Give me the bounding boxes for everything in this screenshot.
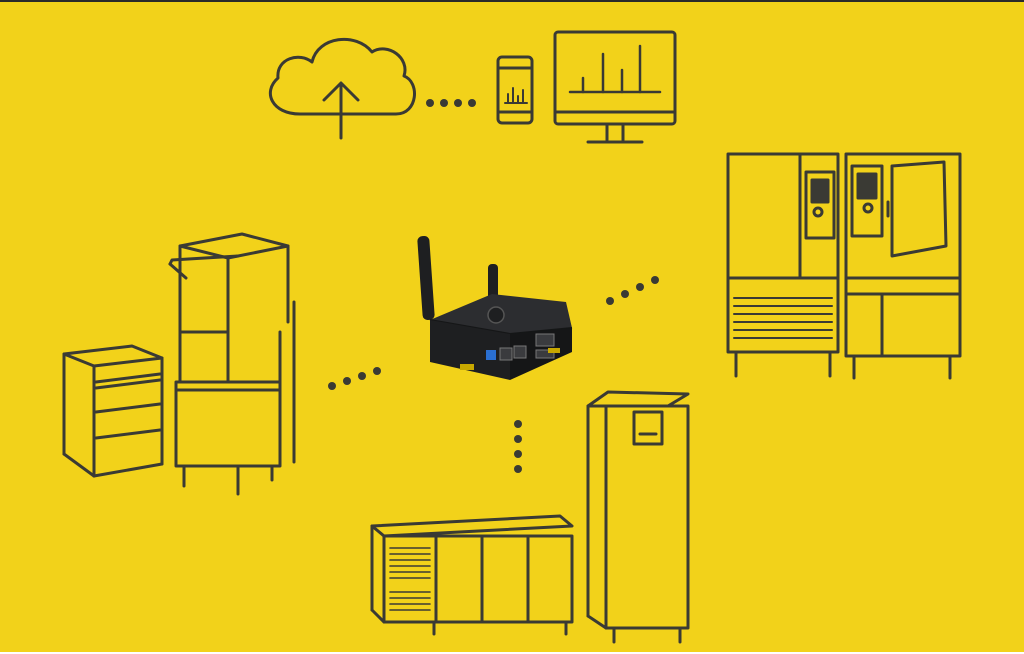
refrigeration-icon [370,390,690,644]
cloud-upload-icon [268,37,416,140]
mobile-chart-icon [496,55,534,125]
connector-gateway-ovens [606,276,659,305]
connector-gateway-fridges [514,420,522,473]
iot-gateway-router [417,236,573,380]
connector-gateway-dishwashers [328,367,381,390]
connector-cloud-mobile [426,99,476,107]
combi-oven-stack-icon [726,152,962,380]
dishwasher-icon [62,232,296,496]
monitor-chart-icon [553,30,677,144]
